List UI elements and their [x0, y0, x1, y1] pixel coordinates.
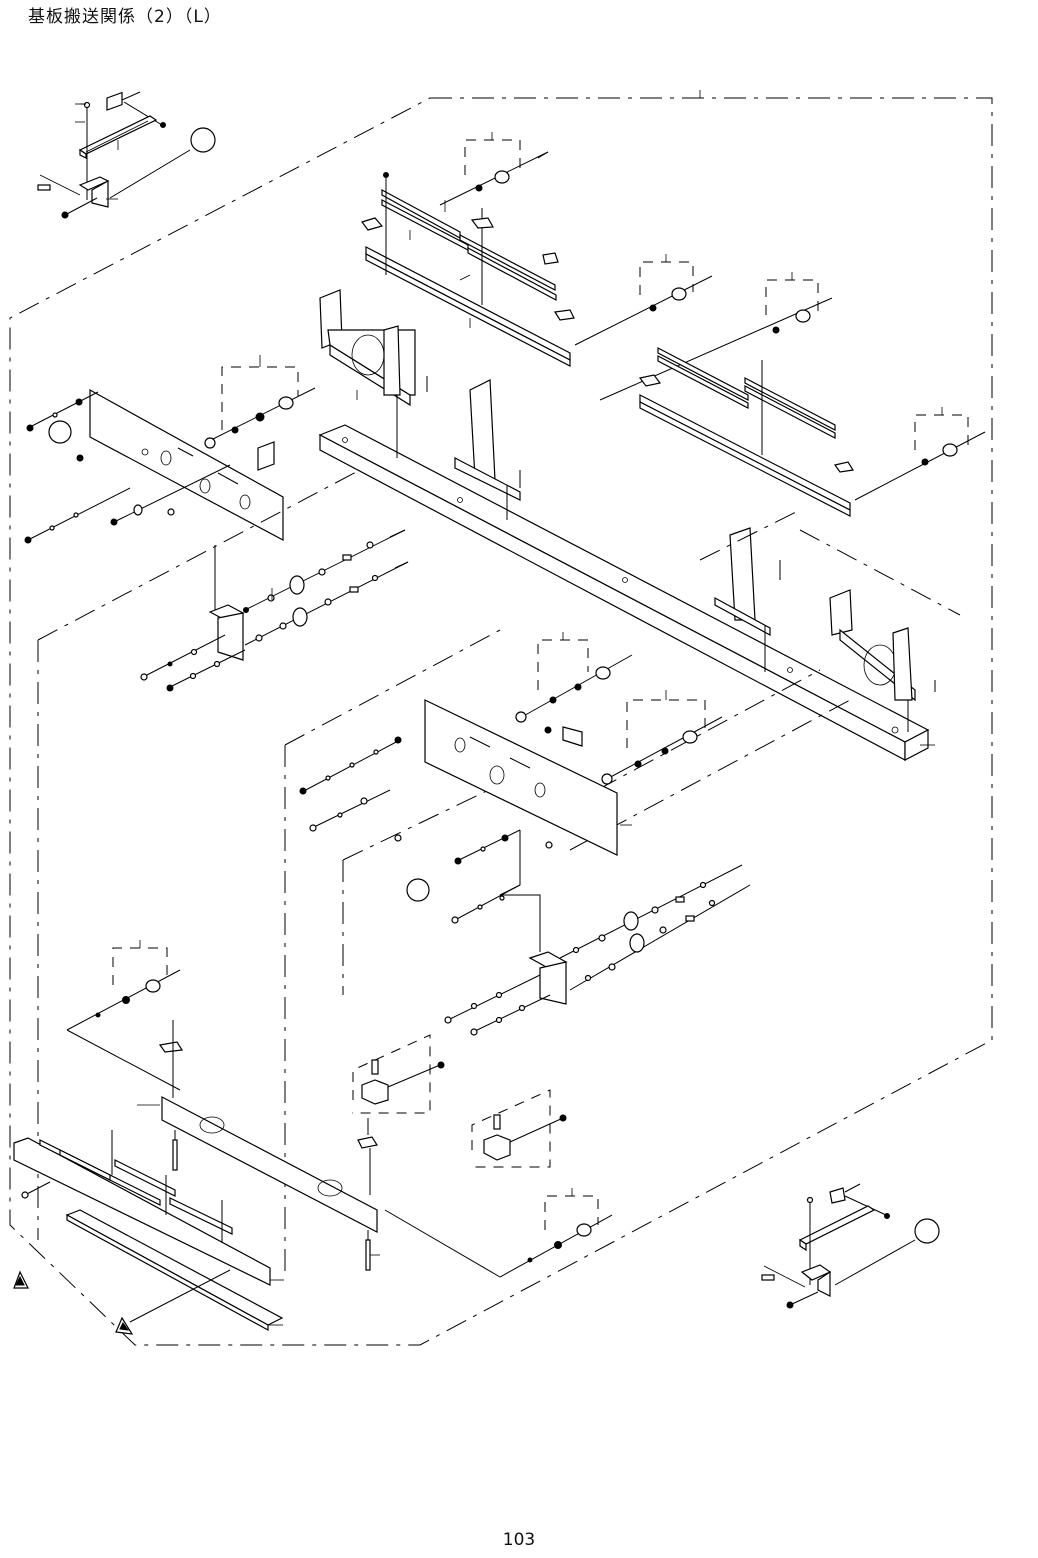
pulley-shaft-assembly-right: [444, 830, 751, 1036]
reference-circle: [190, 127, 216, 153]
assembly-outline: [9, 90, 993, 1346]
reference-circle: [406, 878, 430, 902]
rail-assembly-upper-right: [574, 254, 986, 517]
side-plate-middle: [299, 632, 723, 924]
conveyor-guide-plates-bottom: [13, 940, 378, 1332]
reference-circle: [48, 420, 72, 444]
page-title: 基板搬送関係（2）（L）: [28, 7, 222, 27]
reference-circle: [914, 1218, 940, 1244]
sensor-bracket-assembly-bottom-right: [761, 1183, 940, 1309]
warning-triangle-markers: [13, 1270, 134, 1335]
rail-assembly-upper-middle: [361, 132, 575, 367]
base-beam: [318, 395, 930, 761]
stopper-block-assemblies: [352, 1034, 613, 1278]
motor-bracket-stands: [319, 289, 936, 702]
side-plate-left: [24, 355, 316, 544]
callout-leader-lines: [80, 103, 935, 1326]
sensor-bracket-assembly-top-left: [37, 91, 216, 219]
page-number: 103: [502, 1530, 536, 1550]
pulley-shaft-assembly-left: [140, 529, 409, 692]
